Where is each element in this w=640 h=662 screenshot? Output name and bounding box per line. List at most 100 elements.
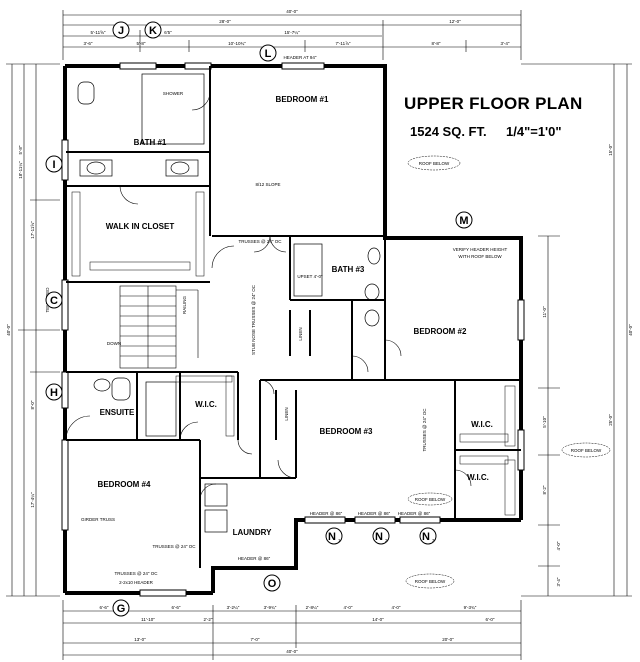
note-upset: UPSET 4'-0" [297,274,323,279]
grid-marker-n1: N [328,531,336,543]
grid-marker-i: I [52,159,55,171]
note-header-86c: HEADER @ 86" [398,511,431,516]
dim-bot-22: 2'-2" [204,617,213,622]
note-trusses-2: TRUSSES @ 24" OC [153,544,197,549]
dim-right-110: 11'-0" [542,306,547,318]
dim-bot-200: 20'-0" [442,637,454,642]
top-dimensions [62,10,522,60]
note-verify-2: WITH ROOF BELOW [458,254,502,259]
note-header-2x10: 2-2x10 HEADER [119,580,154,585]
room-laundry: LAUNDRY [233,528,272,537]
dim-right-34: 3'-4" [556,577,561,586]
room-walkin: WALK IN CLOSET [106,222,175,231]
note-slope: 8/12 SLOPE [255,182,280,187]
note-trusses-4: TRUSSES @ 24" OC [422,408,427,452]
dim-bot-130: 13'-0" [134,637,146,642]
interior-walls [66,66,521,568]
dim-top-88: 8'-8" [432,41,441,46]
grid-marker-n3: N [422,531,430,543]
dim-bot-60: 6'-0" [486,617,495,622]
grid-marker-k: K [149,25,157,37]
stairs [119,285,199,369]
dim-left-178: 17'-11⅝" [30,221,35,239]
dim-top-12: 12'-0" [449,19,461,24]
dim-right-40b: 4'-0" [556,541,561,550]
dim-top-overall: 40'-0" [286,9,298,14]
note-roof-below-3: ROOF BELOW [415,497,446,502]
plan-area: 1524 SQ. FT. [410,124,487,139]
dim-top-6: 6'5" [164,30,172,35]
room-bedroom2: BEDROOM #2 [414,327,467,336]
grid-sub-2: 2 [385,538,388,543]
note-stub-trusses: STUB NOSE TRUSSES @ 24" OC [251,284,256,355]
room-ensuite: ENSUITE [100,408,135,417]
note-roof-below-1: ROOF BELOW [419,161,450,166]
dim-left-58: 5'-8" [18,145,23,154]
room-bath1: BATH #1 [134,138,167,147]
dim-top-1574: 15'-7¼" [284,30,300,35]
dim-bot-70: 7'-0" [251,637,260,642]
note-trusses-1: TRUSSES @ 24" OC [239,239,283,244]
room-bedroom4: BEDROOM #4 [98,480,151,489]
dim-bot-6: 6'-6" [100,605,109,610]
grid-marker-g: G [117,603,126,615]
note-linen-2: LINEN [284,407,289,420]
dim-left-18114: 18'-11¼" [18,161,23,179]
dim-bot-284: 2'-8¼" [306,605,319,610]
note-roof-below-2: ROOF BELOW [571,448,602,453]
grid-marker-o: O [268,578,277,590]
dim-right-150: 15'-0" [608,144,613,156]
dim-bot-40: 4'-0" [344,605,353,610]
plan-title: UPPER FLOOR PLAN [404,94,583,113]
bottom-dimensions [62,600,522,660]
dim-bot-140: 14'-0" [372,617,384,622]
dim-left-174: 17'-4¼" [30,492,35,508]
dim-bot-66: 6'-6" [172,605,181,610]
note-verify: VERIFY HEADER HEIGHT [453,247,508,252]
grid-marker-j: J [118,25,124,37]
dim-left-40: 40'-0" [6,324,11,336]
dim-right-510: 5'-10" [542,416,547,428]
grid-bubbles [45,21,473,617]
room-bedroom3: BEDROOM #3 [320,427,373,436]
note-linen-1: LINEN [298,327,303,340]
room-wic2: W.I.C. [471,420,493,429]
note-railing: RAILING [182,296,187,315]
dim-bot-934: 9'-3¾" [464,605,477,610]
room-wic3: W.I.C. [467,473,489,482]
dim-top-101034: 10'-10¾" [228,41,246,46]
note-header-86b: HEADER @ 86" [358,511,391,516]
dim-right-40: 40'-0" [628,324,633,336]
dim-bot-321: 3'-2¼" [227,605,240,610]
dim-bot-40b: 4'-0" [392,605,401,610]
note-down: DOWN [107,341,121,346]
grid-marker-l: L [265,48,272,60]
dim-top-34: 3'-4" [501,41,510,46]
side-dimensions [6,63,632,597]
grid-marker-h: H [50,387,58,399]
door-swings [65,91,472,501]
note-header-94: HEADER AT 94" [284,55,317,60]
note-shower: SHOWER [163,91,184,96]
note-header-86a: HEADER @ 86" [310,511,343,516]
closet-shelves [71,191,516,516]
note-header-86d: HEADER @ 86" [238,556,271,561]
grid-marker-n2: N [375,531,383,543]
note-girder: GIRDER TRUSS [81,517,115,522]
dim-top-5115: 5'-11⅝" [91,30,106,35]
fixtures [77,73,381,533]
dim-bot-394: 3'-9¾" [264,605,277,610]
room-wic1: W.I.C. [195,400,217,409]
grid-marker-m: M [459,215,468,227]
plan-scale: 1/4"=1'0" [506,124,562,139]
grid-sub-3: 3 [432,538,435,543]
dim-bot-overall: 40'-0" [286,649,298,654]
grid-sub-1: 1 [338,538,341,543]
dim-right-82: 8'-2" [542,485,547,494]
dim-top-28: 28'-0" [219,19,231,24]
dim-left-80: 8'-0" [30,400,35,409]
room-bath3: BATH #3 [332,265,365,274]
dim-top-58: 5'-8" [137,41,146,46]
note-roof-below-4: ROOF BELOW [415,579,446,584]
